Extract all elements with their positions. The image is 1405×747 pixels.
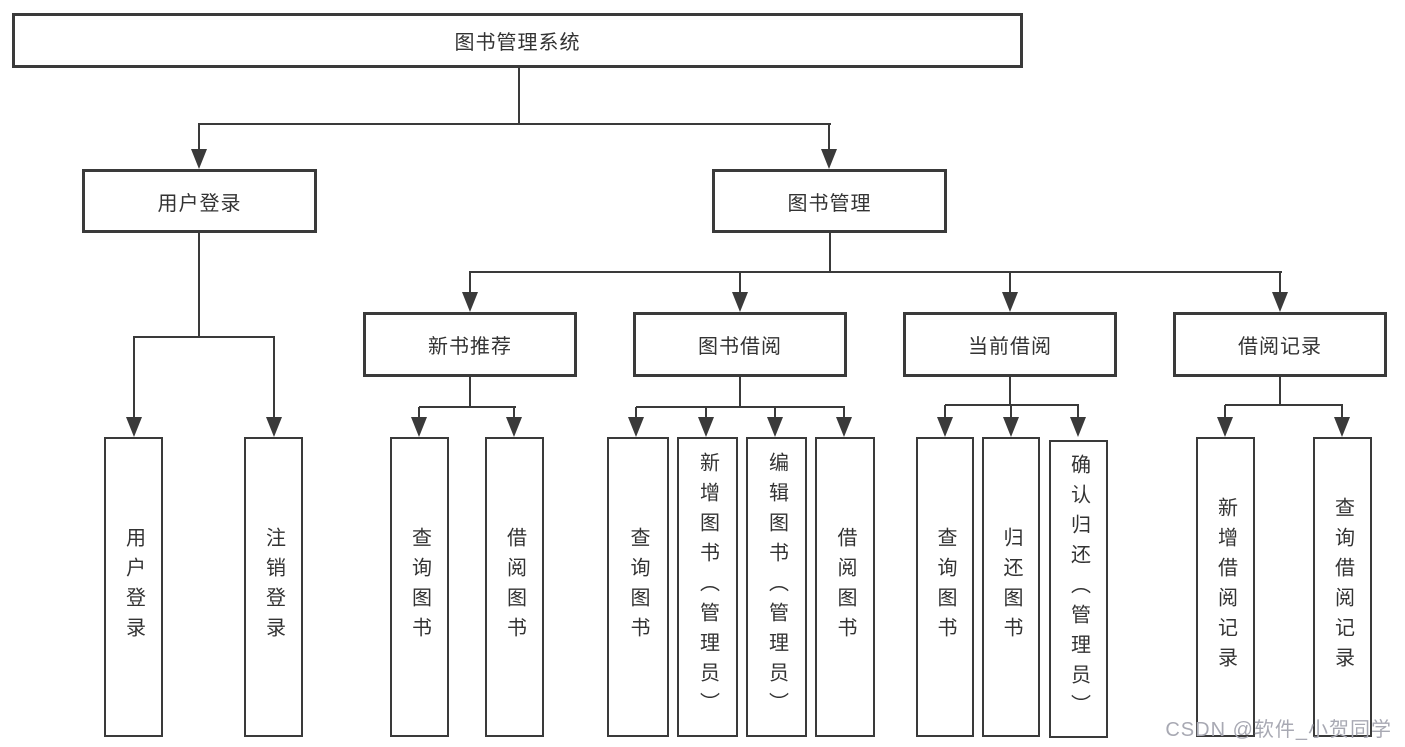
arrow-down-leaf-logout — [266, 337, 282, 437]
arrow-down-user-login — [191, 124, 207, 169]
leaf-label: 查询图书 — [934, 527, 956, 647]
leaf-label: 注销登录 — [262, 527, 285, 647]
leaf-br-add-record: 新增借阅记录 — [1196, 437, 1255, 737]
node-label: 借阅记录 — [1238, 336, 1322, 358]
connector-book-management-stub — [829, 233, 831, 273]
node-library-management-system: 图书管理系统 — [12, 13, 1023, 68]
connector-borrowing-records-stub — [1279, 377, 1281, 406]
leaf-user-login: 用户登录 — [104, 437, 163, 737]
leaf-cb-confirm-return-admin: 确认归还（管理员） — [1049, 440, 1108, 738]
leaf-label: 借阅图书 — [503, 527, 526, 647]
leaf-label: 借阅图书 — [834, 527, 856, 647]
leaf-label: 新增借阅记录 — [1214, 497, 1237, 677]
node-current-borrowing: 当前借阅 — [903, 312, 1117, 377]
arrow-down-bb-query — [628, 407, 644, 437]
arrow-down-new-book — [462, 272, 478, 312]
arrow-down-br-query — [1334, 405, 1350, 437]
arrow-down-cb-confirm — [1070, 405, 1086, 437]
arrow-down-nb-borrow — [506, 407, 522, 437]
arrow-down-cb-query — [937, 405, 953, 437]
leaf-logout: 注销登录 — [244, 437, 303, 737]
leaf-cb-return-books: 归还图书 — [982, 437, 1040, 737]
leaf-label: 查询图书 — [408, 527, 431, 647]
node-label: 用户登录 — [157, 192, 242, 215]
arrow-down-bb-add — [698, 407, 714, 437]
connector-level2-branch — [198, 123, 831, 125]
leaf-bb-add-books-admin: 新增图书（管理员） — [677, 437, 738, 737]
leaf-label: 查询图书 — [627, 527, 649, 647]
node-borrowing-records: 借阅记录 — [1173, 312, 1387, 377]
node-book-borrowing: 图书借阅 — [633, 312, 847, 377]
connector-user-login-stub — [198, 233, 200, 338]
leaf-nb-query-books: 查询图书 — [390, 437, 449, 737]
leaf-bb-edit-books-admin: 编辑图书（管理员） — [746, 437, 807, 737]
leaf-label: 新增图书（管理员） — [696, 452, 719, 722]
arrow-down-bb-edit — [767, 407, 783, 437]
leaf-label: 编辑图书（管理员） — [765, 452, 788, 722]
connector-book-borrowing-stub — [739, 377, 741, 408]
node-label: 当前借阅 — [968, 336, 1052, 358]
leaf-nb-borrow-books: 借阅图书 — [485, 437, 544, 737]
csdn-watermark: CSDN @软件_小贺同学 — [1165, 719, 1392, 741]
node-label: 新书推荐 — [428, 336, 512, 358]
arrow-down-bb-borrow — [836, 407, 852, 437]
arrow-down-book-borrowing — [732, 272, 748, 312]
connector-root-trunk — [518, 67, 520, 124]
connector-book-borrowing-branch — [636, 406, 845, 408]
leaf-label: 查询借阅记录 — [1331, 497, 1354, 677]
node-label: 图书管理系统 — [454, 32, 581, 54]
node-user-login: 用户登录 — [82, 169, 317, 233]
leaf-br-query-record: 查询借阅记录 — [1313, 437, 1372, 737]
leaf-label: 确认归还（管理员） — [1067, 454, 1090, 724]
node-label: 图书借阅 — [698, 336, 782, 358]
node-label: 图书管理 — [787, 192, 872, 215]
connector-new-book-stub — [469, 377, 471, 408]
node-book-management: 图书管理 — [712, 169, 947, 233]
arrow-down-nb-query — [411, 407, 427, 437]
node-new-book-recommendation: 新书推荐 — [363, 312, 577, 377]
connector-borrowing-records-branch — [1225, 404, 1343, 406]
leaf-bb-borrow-books: 借阅图书 — [815, 437, 875, 737]
arrow-down-borrowing-records — [1272, 272, 1288, 312]
connector-current-borrowing-stub — [1009, 377, 1011, 406]
connector-user-login-branch — [133, 336, 275, 338]
arrow-down-book-management — [821, 124, 837, 169]
arrow-down-cb-return — [1003, 405, 1019, 437]
connector-current-borrowing-branch — [945, 404, 1079, 406]
leaf-cb-query-books: 查询图书 — [916, 437, 974, 737]
leaf-bb-query-books: 查询图书 — [607, 437, 669, 737]
arrow-down-br-add — [1217, 405, 1233, 437]
connector-new-book-branch — [419, 406, 516, 408]
arrow-down-current-borrowing — [1002, 272, 1018, 312]
arrow-down-leaf-login — [126, 337, 142, 437]
leaf-label: 归还图书 — [1000, 527, 1022, 647]
connector-level3-branch — [469, 271, 1282, 273]
leaf-label: 用户登录 — [122, 527, 145, 647]
